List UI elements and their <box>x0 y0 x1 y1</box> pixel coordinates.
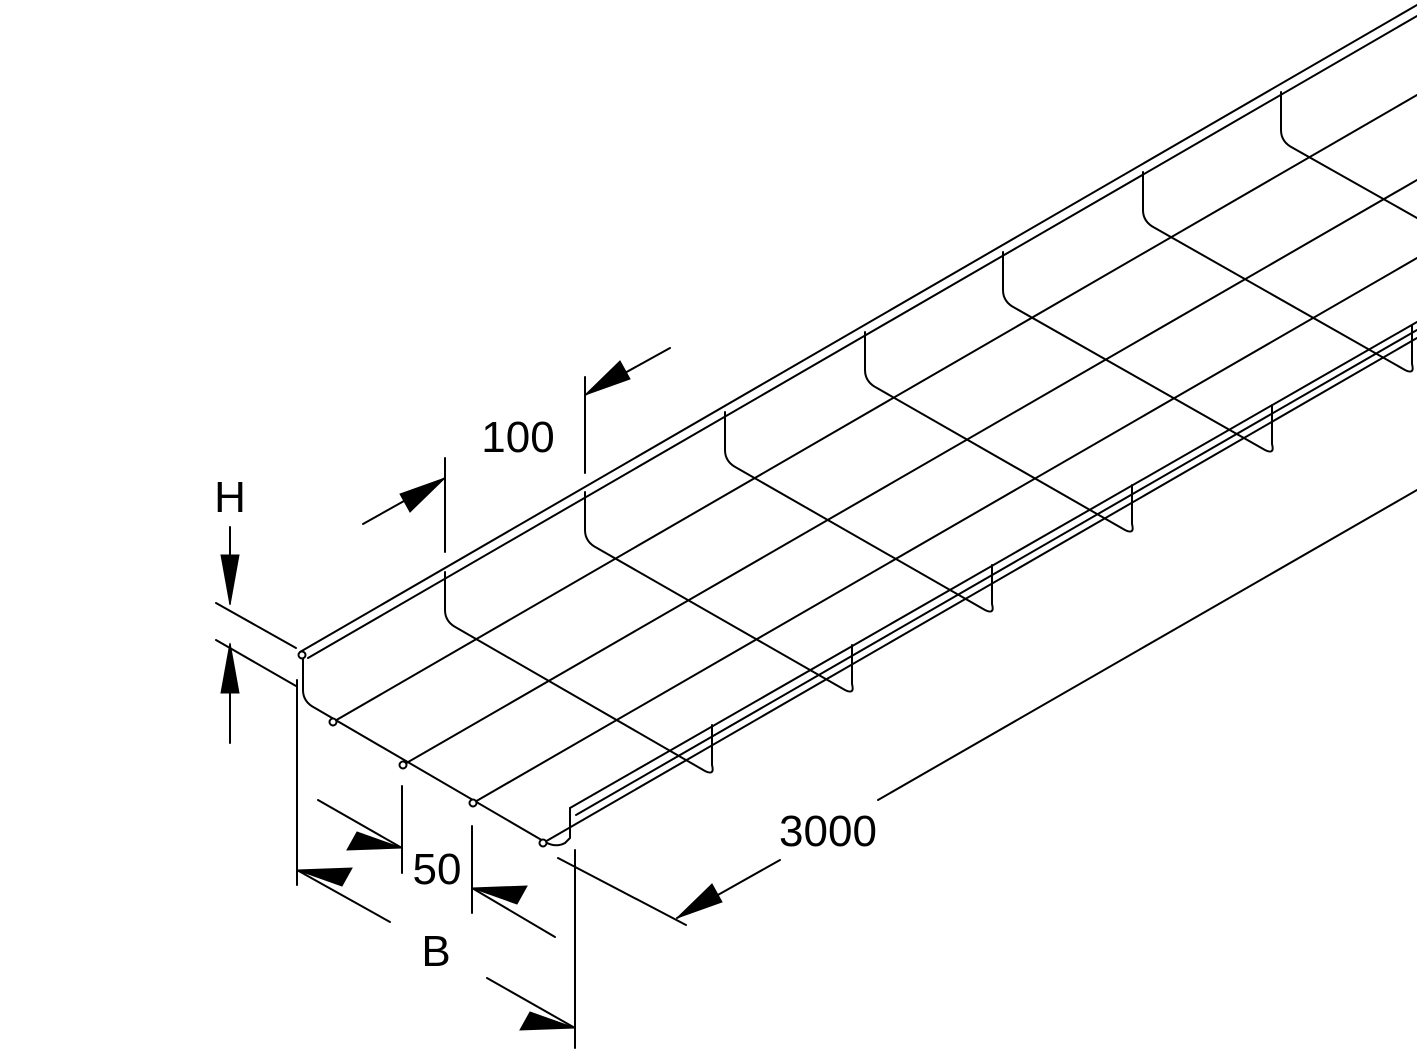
arrow-3000-left <box>676 883 723 919</box>
dim-length <box>557 489 1417 926</box>
arrow-h-bottom <box>220 642 240 694</box>
arrow-50-left <box>346 831 403 851</box>
label-side-mesh: 50 <box>413 845 462 894</box>
arrow-100-right <box>584 360 631 396</box>
dim-side-mesh <box>317 785 556 938</box>
cross-wires <box>302 91 1417 847</box>
back-top-rail <box>299 4 1417 659</box>
bottom-longitudinal-wires <box>332 94 1417 844</box>
arrow-b-right <box>519 1011 576 1031</box>
dim-width <box>296 679 576 1049</box>
arrowheads <box>220 360 723 1031</box>
front-top-rail <box>569 321 1417 816</box>
label-width: B <box>421 927 450 976</box>
arrow-50-right <box>471 885 528 905</box>
arrow-b-left <box>296 867 353 887</box>
label-height: H <box>214 473 246 522</box>
arrow-h-top <box>220 554 240 606</box>
arrow-100-left <box>399 477 446 513</box>
wire-ends <box>297 650 548 848</box>
label-length: 3000 <box>779 807 877 856</box>
label-mesh-pitch: 100 <box>481 413 554 462</box>
